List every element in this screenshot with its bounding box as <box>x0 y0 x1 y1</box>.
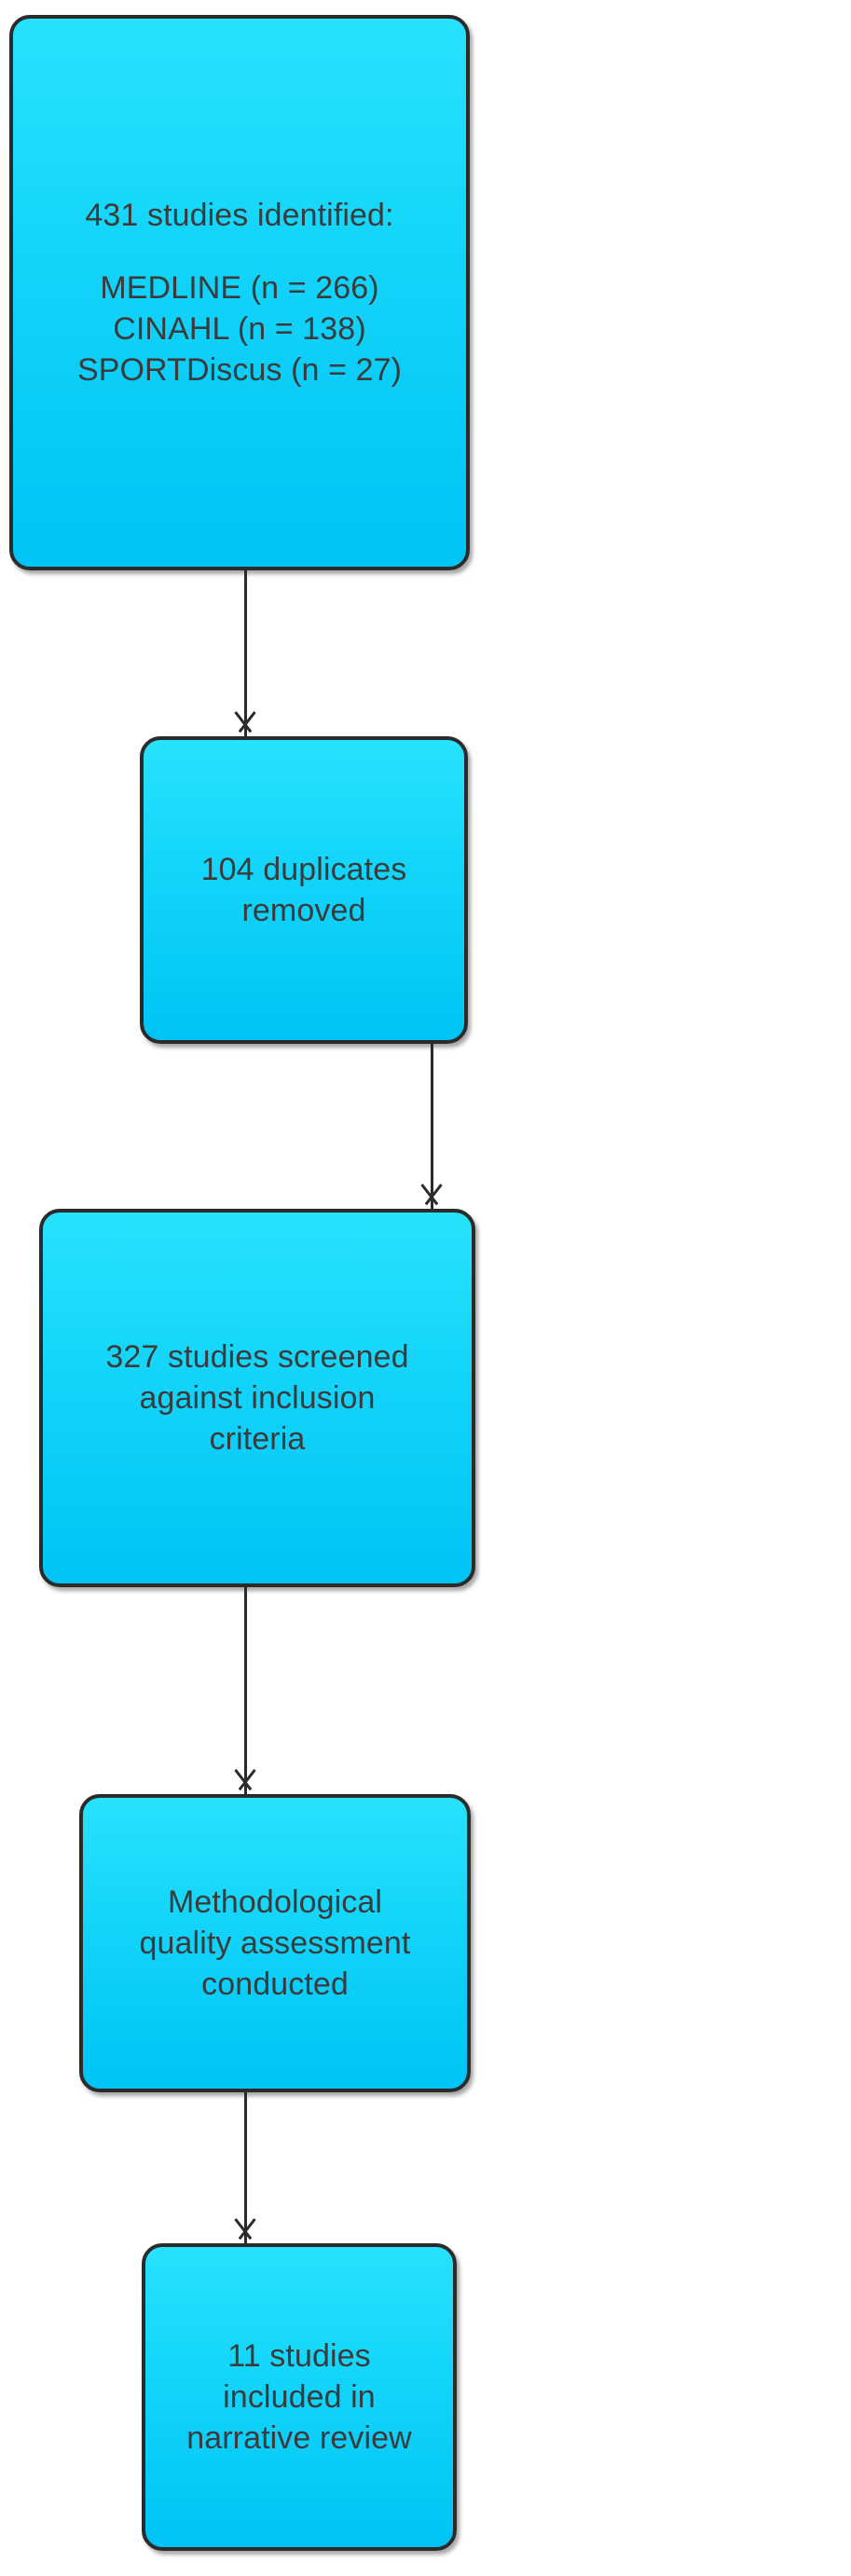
node-text-line: removed <box>241 893 366 928</box>
node-duplicates-removed[interactable]: 104 duplicates removed <box>140 736 468 1044</box>
node-text-line: CINAHL (n = 138) <box>113 311 366 347</box>
node-text-line: 431 studies identified: <box>85 197 394 233</box>
node-text-line: criteria <box>209 1421 306 1458</box>
arrow-head-icon <box>229 712 261 733</box>
arrow-head-icon <box>229 1770 261 1790</box>
node-text-line: SPORTDiscus (n = 27) <box>76 352 403 389</box>
node-text-line: against inclusion <box>139 1379 376 1416</box>
arrow-shaft <box>431 1042 433 1209</box>
arrow-head-icon <box>416 1185 447 1205</box>
node-text-block: 104 duplicates removed <box>153 849 455 931</box>
node-text-block: 327 studies screened against inclusion c… <box>52 1336 462 1460</box>
node-studies-screened[interactable]: 327 studies screened against inclusion c… <box>39 1209 475 1587</box>
node-text-line: included in <box>223 2378 376 2415</box>
node-text-block: 11 studies included in narrative review <box>155 2336 444 2460</box>
arrow-identified-to-duplicates <box>217 570 273 738</box>
node-studies-identified[interactable]: 431 studies identified: MEDLINE (n = 266… <box>9 15 470 570</box>
node-text-line: 327 studies screened <box>105 1338 409 1375</box>
arrow-shaft <box>244 1587 247 1794</box>
arrow-quality-to-included <box>217 2092 273 2245</box>
node-text-line: 11 studies <box>227 2337 371 2374</box>
node-quality-assessment[interactable]: Methodological quality assessment conduc… <box>79 1794 471 2092</box>
node-text-line: Methodological <box>167 1884 383 1920</box>
node-text-line-blank <box>22 236 457 267</box>
arrow-shaft <box>244 2092 247 2243</box>
arrow-screened-to-quality <box>217 1587 273 1796</box>
node-text-line: narrative review <box>186 2420 412 2457</box>
node-text-line: conducted <box>201 1966 349 2003</box>
arrow-shaft <box>244 570 247 736</box>
node-text-line: 104 duplicates <box>200 851 407 887</box>
node-studies-included[interactable]: 11 studies included in narrative review <box>142 2243 457 2551</box>
node-text-block: 431 studies identified: MEDLINE (n = 266… <box>22 195 457 391</box>
arrow-duplicates-to-screened <box>404 1042 460 1211</box>
node-text-block: Methodological quality assessment conduc… <box>92 1882 458 2006</box>
arrow-head-icon <box>229 2219 261 2240</box>
node-text-line: quality assessment <box>139 1925 411 1961</box>
node-text-line: MEDLINE (n = 266) <box>100 269 379 306</box>
